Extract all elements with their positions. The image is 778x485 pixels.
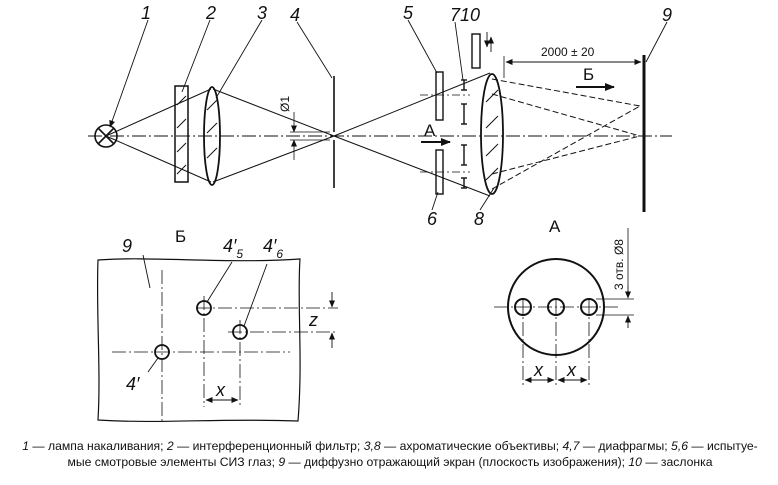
dimension-holes: 3 отв. Ø8 <box>612 239 626 290</box>
label-5: 5 <box>403 3 414 23</box>
label-10: 10 <box>460 5 480 25</box>
hole-left <box>514 298 532 316</box>
dimension-x-a2: x <box>566 360 577 380</box>
lamp <box>94 124 118 148</box>
dimension-z: z <box>308 310 318 330</box>
label-4-prime: 4′ <box>126 374 140 394</box>
figure-caption: 1 — лампа накаливания; 2 — интерференцио… <box>22 439 758 469</box>
point-4-prime <box>154 344 170 360</box>
view-b-screen-label: 9 <box>122 236 132 256</box>
arrow-label-b: Б <box>583 65 594 84</box>
view-b-title: Б <box>175 227 186 246</box>
dimension-x-a1: x <box>533 360 544 380</box>
shutter-10 <box>471 33 481 69</box>
label-8: 8 <box>474 209 484 229</box>
label-3: 3 <box>257 3 267 23</box>
dimension-2000: 2000 ± 20 <box>541 45 595 59</box>
label-4-6: 4′6 <box>263 236 283 261</box>
hole-center <box>547 298 565 316</box>
interference-filter <box>174 85 189 183</box>
label-4: 4 <box>290 5 300 25</box>
view-b-screen-outline <box>96 258 301 423</box>
point-4-prime-5 <box>196 300 212 316</box>
label-1: 1 <box>141 3 151 23</box>
label-9: 9 <box>662 5 672 25</box>
dimension-x-b: x <box>215 380 226 400</box>
view-a-title: А <box>549 217 561 236</box>
hole-right <box>580 298 598 316</box>
diaphragm-7 <box>461 79 467 189</box>
arrow-label-a: А <box>424 121 436 140</box>
achromatic-lens-3 <box>203 86 221 186</box>
label-6: 6 <box>427 209 438 229</box>
achromatic-lens-8 <box>480 73 504 195</box>
test-element-5 <box>435 71 444 121</box>
label-4-5: 4′5 <box>223 236 243 261</box>
dimension-aperture: Ø1 <box>278 96 292 112</box>
point-4-prime-6 <box>232 324 248 340</box>
label-2: 2 <box>205 3 216 23</box>
label-7: 7 <box>450 5 461 25</box>
